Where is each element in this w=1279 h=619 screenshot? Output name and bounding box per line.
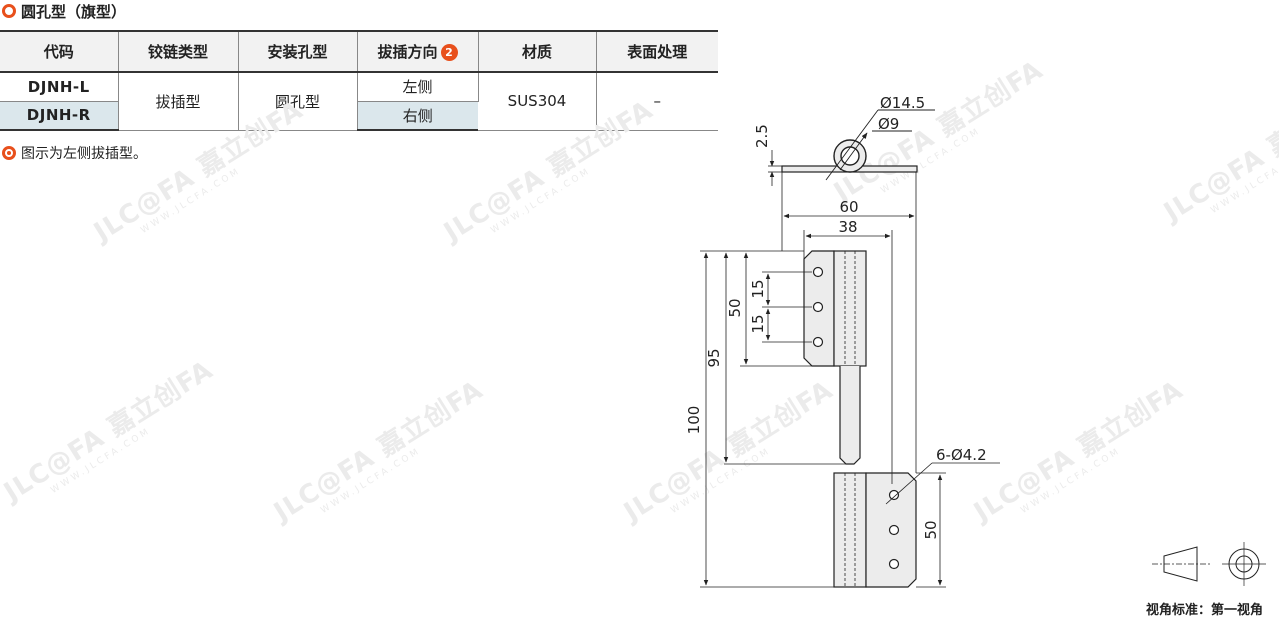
direction-cell: 左侧 (357, 72, 479, 102)
mount-hole (888, 524, 900, 536)
projection-cone (1163, 546, 1198, 582)
mount-hole (888, 558, 900, 570)
ring-bullet-icon (2, 4, 16, 18)
inner-diameter-leader (839, 132, 868, 171)
material-cell: SUS304 (478, 72, 597, 131)
height-95-label: 95 (705, 348, 723, 367)
diameter-leader (825, 109, 879, 181)
holes-label: 6-Ø4.2 (936, 446, 987, 464)
hole-pitch-1-label: 15 (749, 279, 767, 298)
surface-cell: – (596, 72, 718, 131)
mount-hole (812, 266, 824, 278)
upper-leaf-height-label: 50 (726, 298, 744, 317)
header-material: 材质 (478, 30, 597, 73)
thickness-label: 2.5 (753, 124, 771, 148)
section-title-text: 圆孔型（旗型） (21, 2, 127, 21)
header-code: 代码 (0, 30, 119, 73)
top-view (768, 109, 935, 186)
outer-diameter-label: Ø14.5 (880, 94, 925, 112)
header-surface: 表面处理 (596, 30, 718, 73)
lower-leaf-height-label: 50 (922, 520, 940, 539)
figure-note: 图示为左侧拔插型。 (2, 142, 147, 164)
view-standard-label: 视角标准：第一视角 (1146, 603, 1264, 618)
table-row: DJNH-R 右侧 (0, 101, 718, 131)
mount-hole (812, 336, 824, 348)
section-title: 圆孔型（旗型） (2, 0, 126, 22)
hole-type-cell: 圆孔型 (238, 72, 358, 131)
hole-pitch-2-label: 15 (749, 314, 767, 333)
mount-hole (888, 489, 900, 501)
inner-diameter-label: Ø9 (878, 115, 899, 133)
header-hole-type: 安装孔型 (238, 30, 358, 73)
holes-leader (885, 462, 933, 505)
front-view (700, 166, 1000, 588)
code-cell: DJNH-R (0, 101, 119, 131)
note-badge-icon: 2 (440, 44, 458, 61)
hinge-type-cell: 拔插型 (118, 72, 239, 131)
header-hinge-type: 铰链类型 (118, 30, 239, 73)
lower-knuckle (833, 472, 867, 588)
mount-hole (812, 301, 824, 313)
direction-cell: 右侧 (357, 101, 478, 131)
width-60-label: 60 (839, 198, 858, 216)
height-100-label: 100 (685, 406, 703, 435)
figure-note-text: 图示为左侧拔插型。 (21, 146, 147, 162)
width-38-label: 38 (838, 218, 857, 236)
upper-knuckle (833, 250, 867, 367)
header-direction-label: 拔插方向 (377, 43, 438, 61)
code-cell: DJNH-L (0, 72, 119, 102)
hinge-pin (839, 366, 861, 465)
first-angle-projection-icon (1152, 542, 1266, 586)
table-row: DJNH-L 拔插型 圆孔型 左侧 SUS304 – (0, 72, 718, 131)
dot-bullet-icon (2, 146, 16, 160)
